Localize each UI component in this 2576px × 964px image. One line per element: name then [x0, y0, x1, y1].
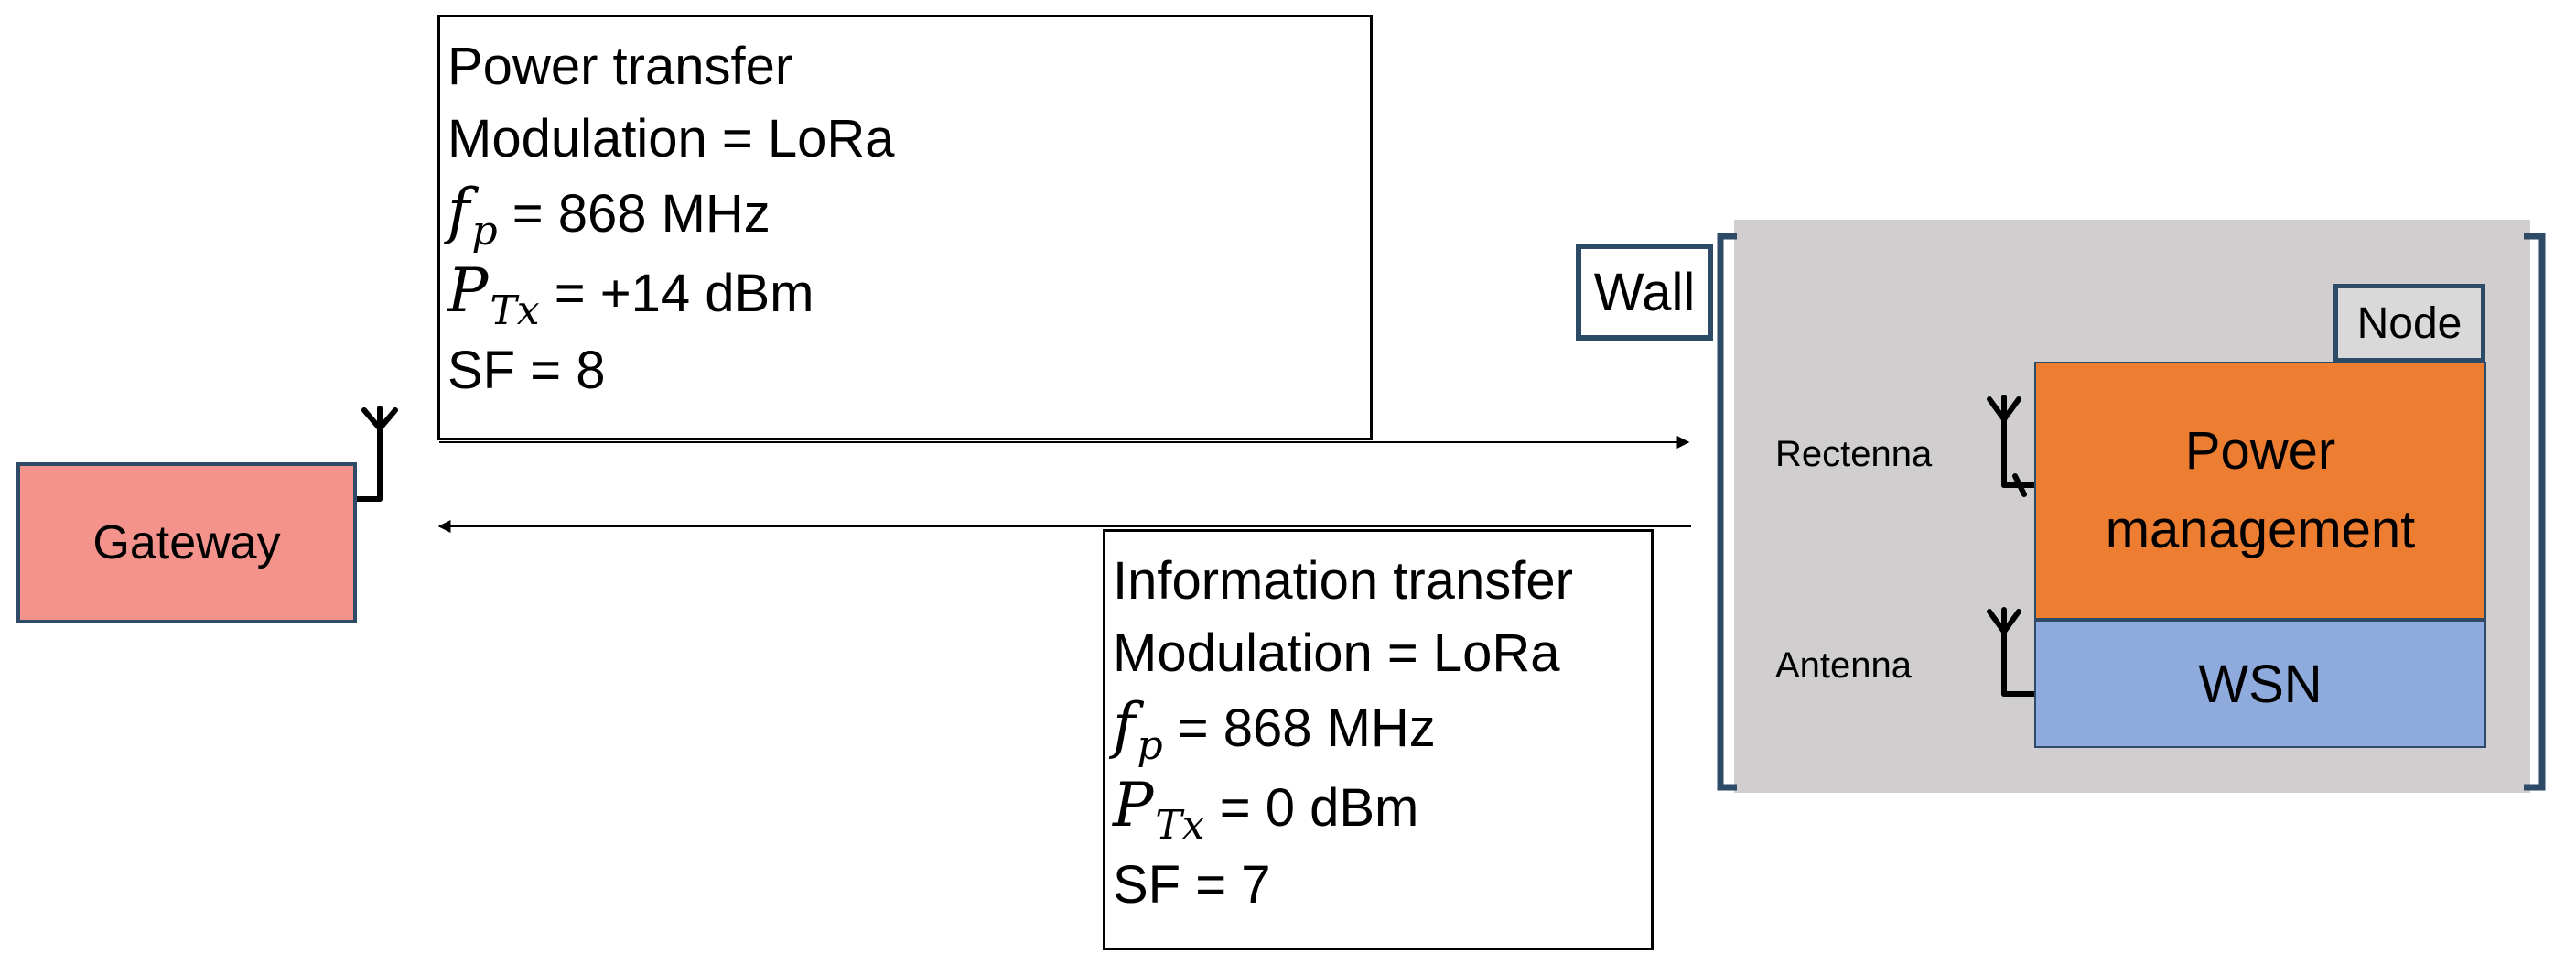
power-value: = +14 dBm: [539, 264, 814, 323]
wall-left-bracket: [1717, 233, 1737, 791]
gateway-antenna-icon: [354, 406, 398, 502]
freq-symbol: f: [447, 176, 470, 246]
information-transfer-box: Information transfer Modulation = LoRa f…: [1103, 529, 1654, 950]
freq-value: = 868 MHz: [1162, 699, 1436, 758]
wsn-label: WSN: [2198, 654, 2323, 714]
node-antenna-icon: [1987, 607, 2037, 697]
power-transfer-modulation: Modulation = LoRa: [447, 109, 895, 168]
power-symbol: P: [1113, 770, 1154, 840]
power-subscript: Tx: [1155, 802, 1205, 849]
wsn-block: WSN: [2034, 620, 2486, 748]
freq-symbol: f: [1113, 690, 1136, 761]
power-transfer-title: Power transfer: [447, 37, 793, 96]
wall-label: Wall: [1593, 262, 1696, 322]
power-subscript: Tx: [490, 287, 540, 334]
power-transfer-box: Power transfer Modulation = LoRa fp = 86…: [437, 15, 1373, 440]
information-transfer-sf: SF = 7: [1113, 855, 1271, 915]
wall-right-bracket: [2524, 233, 2546, 791]
power-management-line1: Power: [2184, 421, 2336, 481]
information-transfer-tx-power: PTx = 0 dBm: [1113, 769, 1644, 849]
power-management-line2: management: [2105, 500, 2416, 559]
power-management-block: Power management: [2034, 362, 2486, 620]
freq-subscript: p: [1137, 722, 1163, 769]
power-value: = 0 dBm: [1204, 778, 1419, 838]
wall-tag: Wall: [1576, 244, 1713, 341]
power-transfer-tx-power: PTx = +14 dBm: [447, 255, 1363, 334]
gateway-block: Gateway: [16, 462, 357, 623]
rectenna-label: Rectenna: [1775, 434, 1933, 474]
power-transfer-frequency: fp = 868 MHz: [447, 175, 1363, 255]
information-transfer-modulation: Modulation = LoRa: [1113, 623, 1560, 683]
freq-value: = 868 MHz: [497, 184, 771, 244]
node-tag: Node: [2333, 284, 2485, 363]
node-label: Node: [2356, 298, 2463, 348]
power-symbol: P: [447, 255, 489, 326]
freq-subscript: p: [471, 208, 498, 255]
information-transfer-title: Information transfer: [1113, 551, 1573, 611]
information-transfer-frequency: fp = 868 MHz: [1113, 689, 1644, 769]
rectenna-icon: [1987, 395, 2037, 497]
antenna-label: Antenna: [1775, 645, 1913, 686]
power-transfer-sf: SF = 8: [447, 341, 606, 400]
gateway-label: Gateway: [92, 516, 281, 569]
